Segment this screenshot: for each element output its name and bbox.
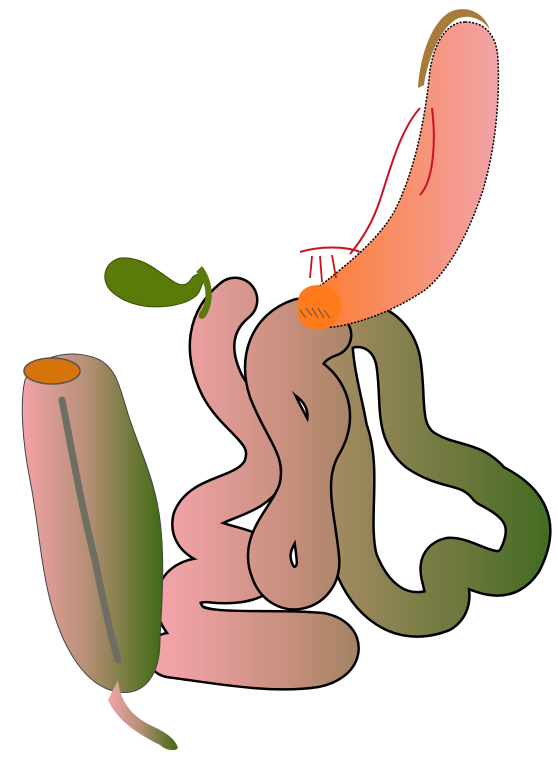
colon-opening bbox=[24, 358, 80, 384]
stomach bbox=[298, 9, 498, 330]
gallbladder bbox=[105, 258, 212, 319]
appendix bbox=[108, 680, 178, 750]
colon bbox=[22, 354, 178, 750]
small-bowel-main-loops bbox=[170, 300, 336, 667]
small-bowel-far-loop bbox=[330, 325, 528, 615]
